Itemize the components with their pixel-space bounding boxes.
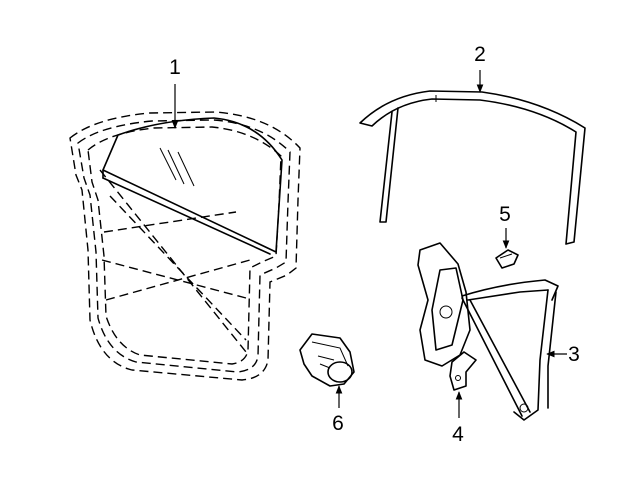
- glass-run-channel: [359, 90, 586, 245]
- clip: [495, 249, 519, 269]
- callout-1: 1: [169, 56, 181, 79]
- callout-6: 6: [332, 412, 344, 435]
- regulator-motor: [299, 333, 355, 387]
- door-frame-outline: [69, 111, 301, 381]
- callout-4: 4: [452, 423, 464, 446]
- door-glass: [102, 117, 283, 255]
- glass-bracket: [449, 351, 477, 391]
- window-regulator: [417, 242, 559, 421]
- leader-lines: [171, 70, 567, 418]
- callout-5: 5: [499, 203, 511, 226]
- callout-3: 3: [568, 343, 580, 366]
- callout-2: 2: [474, 43, 486, 66]
